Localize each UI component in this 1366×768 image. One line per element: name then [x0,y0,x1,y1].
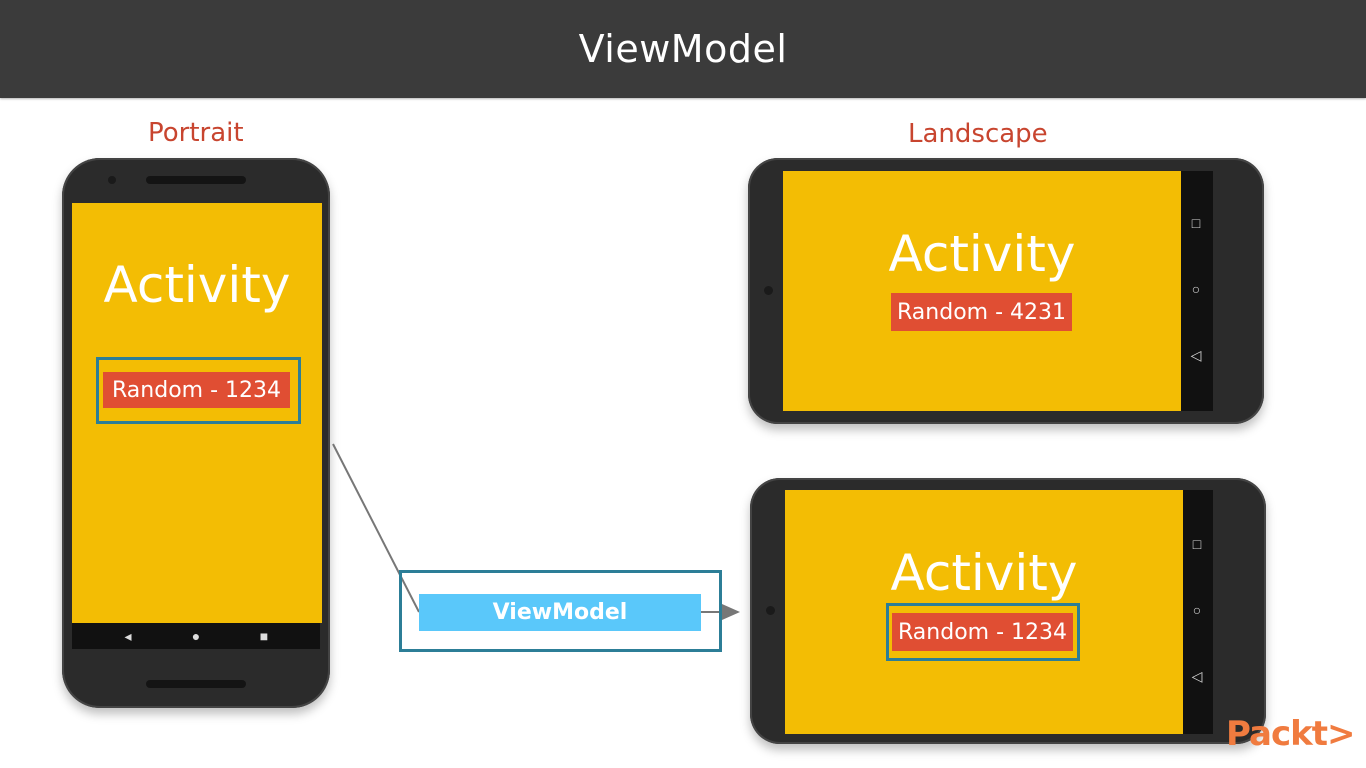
portrait-screen [72,203,322,623]
viewmodel-highlight [399,570,722,652]
landscape-top-navbar: □ ○ ◁ [1181,171,1213,411]
packt-logo: Packt> [1226,714,1355,754]
viewmodel-box: ViewModel [419,594,701,631]
portrait-random-value: Random - 1234 [103,372,290,408]
slide-header: ViewModel [0,0,1366,98]
back-triangle-icon[interactable]: ◂ [124,627,132,644]
recents-square-icon[interactable]: □ [1192,536,1202,552]
phone-bottom-speaker [146,680,246,688]
landscape-bottom-random-highlight [886,603,1080,661]
landscape-top-screen [783,171,1181,411]
phone-camera [108,176,116,184]
home-circle-icon[interactable]: ● [191,628,201,644]
recents-square-icon[interactable]: ■ [259,628,269,644]
landscape-top-activity-title: Activity [888,225,1076,283]
landscape-bottom-screen [785,490,1183,734]
portrait-label: Portrait [148,118,244,148]
landscape-bottom-navbar: □ ○ ◁ [1183,490,1213,734]
slide-title: ViewModel [578,27,788,71]
portrait-navbar: ◂ ● ■ [72,623,320,649]
portrait-activity-title: Activity [103,256,291,314]
landscape-bottom-activity-title: Activity [890,544,1078,602]
home-circle-icon[interactable]: ○ [1191,281,1201,297]
phone-camera [766,606,775,615]
back-triangle-icon[interactable]: ◁ [1191,667,1203,684]
landscape-top-random-value: Random - 4231 [891,293,1072,331]
phone-speaker [146,176,246,184]
recents-square-icon[interactable]: □ [1191,215,1201,231]
landscape-bottom-random-value: Random - 1234 [892,613,1073,651]
portrait-to-viewmodel-line [332,443,420,613]
landscape-label: Landscape [908,119,1048,149]
home-circle-icon[interactable]: ○ [1192,602,1202,618]
portrait-random-highlight [96,357,301,424]
phone-camera [764,286,773,295]
back-triangle-icon[interactable]: ◁ [1190,346,1202,363]
